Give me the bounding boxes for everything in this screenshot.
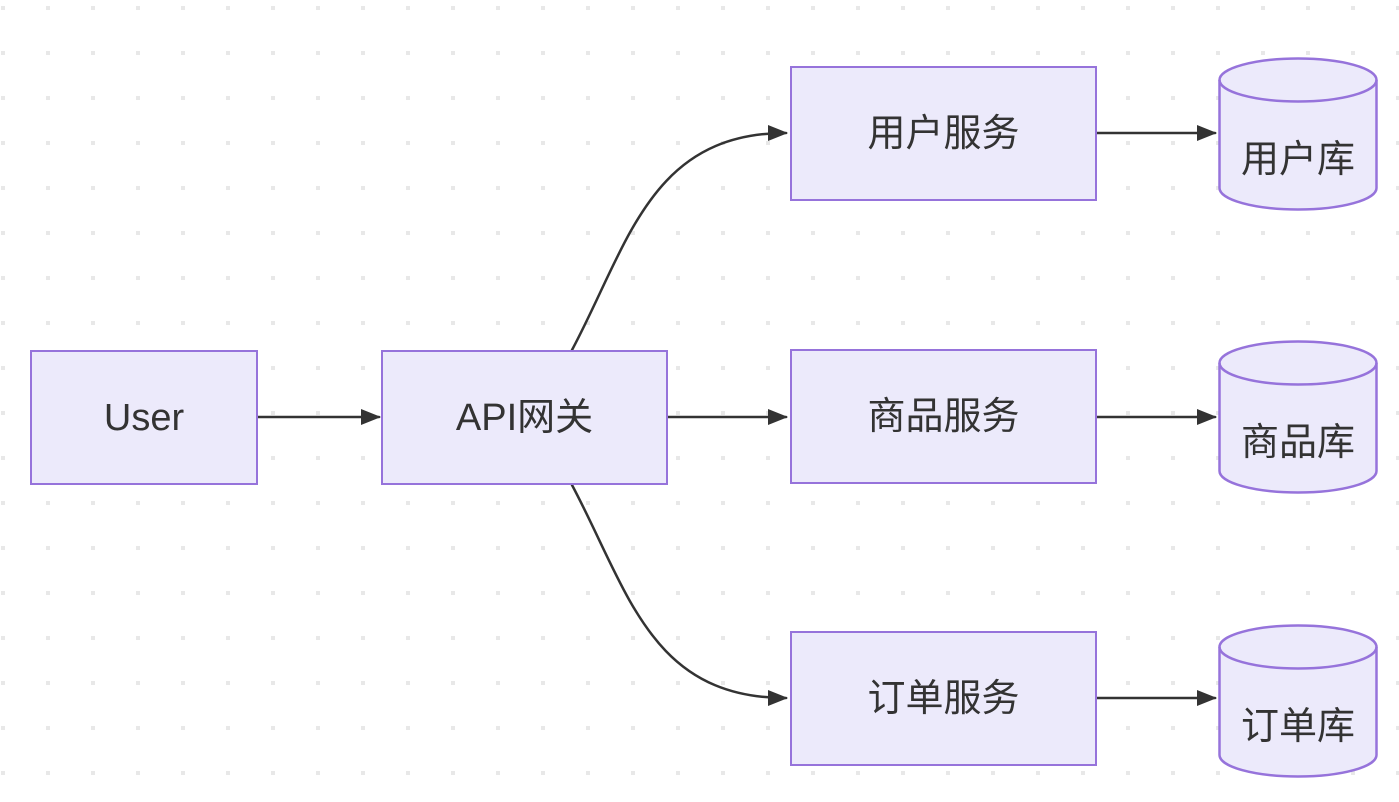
node-order-service-label: 订单服务 — [867, 677, 1020, 720]
node-user-label: User — [103, 396, 185, 439]
database-cylinder-icon — [1218, 57, 1378, 211]
node-product-db-label: 商品库 — [1240, 422, 1355, 464]
node-api-gateway[interactable]: API网关 — [381, 350, 668, 485]
node-order-db[interactable]: 订单库 — [1218, 624, 1378, 778]
node-product-db[interactable]: 商品库 — [1218, 340, 1378, 494]
node-order-db-label: 订单库 — [1240, 706, 1355, 748]
edge-gateway-to-order-service[interactable] — [570, 483, 788, 706]
node-user-service-label: 用户服务 — [867, 112, 1020, 155]
edge-gateway-to-user-service[interactable] — [570, 125, 788, 352]
node-user[interactable]: User — [30, 350, 258, 485]
database-cylinder-icon — [1218, 624, 1378, 778]
node-user-db[interactable]: 用户库 — [1218, 57, 1378, 211]
node-product-service[interactable]: 商品服务 — [790, 349, 1097, 484]
node-order-service[interactable]: 订单服务 — [790, 631, 1097, 766]
node-api-gateway-label: API网关 — [455, 396, 594, 439]
node-product-service-label: 商品服务 — [867, 395, 1020, 438]
node-user-db-label: 用户库 — [1240, 139, 1355, 181]
database-cylinder-icon — [1218, 340, 1378, 494]
node-user-service[interactable]: 用户服务 — [790, 66, 1097, 201]
